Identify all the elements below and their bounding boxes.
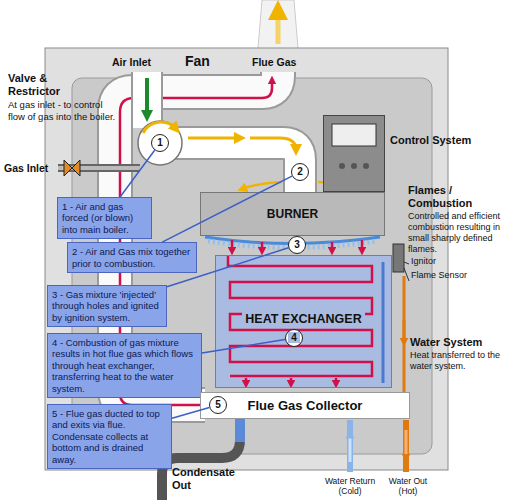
node-text: 2 - Air and Gas mix together prior to co… bbox=[72, 246, 190, 268]
button bbox=[339, 163, 345, 169]
leader-line bbox=[202, 339, 285, 352]
part-label: Ignitor bbox=[411, 256, 436, 267]
part-label: Flame Sensor bbox=[411, 270, 467, 281]
button bbox=[351, 163, 357, 169]
control-screen bbox=[324, 116, 384, 191]
callout-number: 5 bbox=[209, 396, 227, 414]
heat-exchanger: HEAT EXCHANGER 4 bbox=[215, 255, 392, 388]
part-label: Air Inlet bbox=[112, 56, 151, 69]
callout-box: 2 - Air and Gas mix together prior to co… bbox=[67, 242, 197, 273]
part-label: Water Return (Cold) bbox=[321, 476, 379, 496]
gas-pipe bbox=[58, 160, 140, 176]
callout-number: 1 bbox=[151, 134, 169, 152]
part-label: Fan bbox=[185, 53, 210, 70]
node-text: 3 bbox=[294, 239, 300, 250]
node-text: Flue Gas Collector bbox=[248, 398, 363, 413]
leader-line bbox=[162, 176, 292, 242]
leader-line bbox=[167, 248, 288, 287]
node-text: HEAT EXCHANGER bbox=[242, 312, 364, 326]
part-label: Condensate Out bbox=[172, 466, 244, 492]
node-text: 5 - Flue gas ducted to top and exits via… bbox=[52, 408, 160, 465]
burner: BURNER bbox=[200, 192, 385, 236]
part-label: Gas Inlet bbox=[4, 162, 48, 175]
node-text: 1 - Air and gas forced (or blown) into m… bbox=[62, 201, 133, 235]
ignitor bbox=[393, 244, 404, 272]
water-pipe bbox=[382, 262, 385, 383]
callout-number: 4 bbox=[285, 329, 303, 347]
node-text: BURNER bbox=[267, 207, 318, 221]
callout-box: 4 - Combustion of gas mixture results in… bbox=[47, 333, 202, 398]
flue-gas-collector: Flue Gas Collector bbox=[200, 392, 410, 419]
flue-gas-arrow bbox=[245, 378, 248, 384]
callout-number: 2 bbox=[291, 163, 309, 181]
node-text: 2 bbox=[297, 166, 303, 177]
callout-box: 1 - Air and gas forced (or blown) into m… bbox=[57, 197, 152, 239]
callout-note: Heat transferred to the water system. bbox=[410, 350, 510, 372]
callout-heading: Water System bbox=[410, 336, 515, 349]
screen bbox=[332, 124, 376, 146]
part-label: Flue Gas bbox=[252, 56, 296, 69]
callout-note: At gas inlet - to control flow of gas in… bbox=[8, 99, 120, 122]
flue-gas-arrows bbox=[232, 240, 362, 251]
node-text: 1 bbox=[157, 137, 163, 148]
button bbox=[363, 163, 369, 169]
part-label: Water Out (Hot) bbox=[382, 476, 434, 496]
node-text: 4 bbox=[288, 332, 300, 343]
callout-number: 3 bbox=[288, 236, 306, 254]
node-text: Control System bbox=[390, 134, 471, 146]
callout-heading: Flames / Combustion bbox=[408, 184, 513, 210]
flue-gas-arrow bbox=[335, 378, 338, 384]
node-text: 5 bbox=[215, 399, 221, 410]
callout-box: 3 - Gas mixture 'injected' through holes… bbox=[47, 285, 167, 327]
flue-plume bbox=[258, 0, 298, 52]
node-text: 3 - Gas mixture 'injected' through holes… bbox=[52, 289, 159, 323]
callout-heading: Valve & Restrictor bbox=[8, 72, 78, 98]
control-panel: Control System bbox=[323, 115, 385, 192]
callout-box: 5 - Flue gas ducted to top and exits via… bbox=[47, 404, 172, 469]
leader-line bbox=[172, 408, 209, 419]
flue-gas-path bbox=[228, 256, 372, 376]
fan bbox=[138, 121, 182, 165]
node-text: 4 - Combustion of gas mixture results in… bbox=[52, 337, 193, 394]
callout-note: Controlled and efficient combustion resu… bbox=[408, 211, 513, 254]
leader-line bbox=[120, 150, 155, 197]
flue-gas-arrow bbox=[290, 378, 293, 384]
